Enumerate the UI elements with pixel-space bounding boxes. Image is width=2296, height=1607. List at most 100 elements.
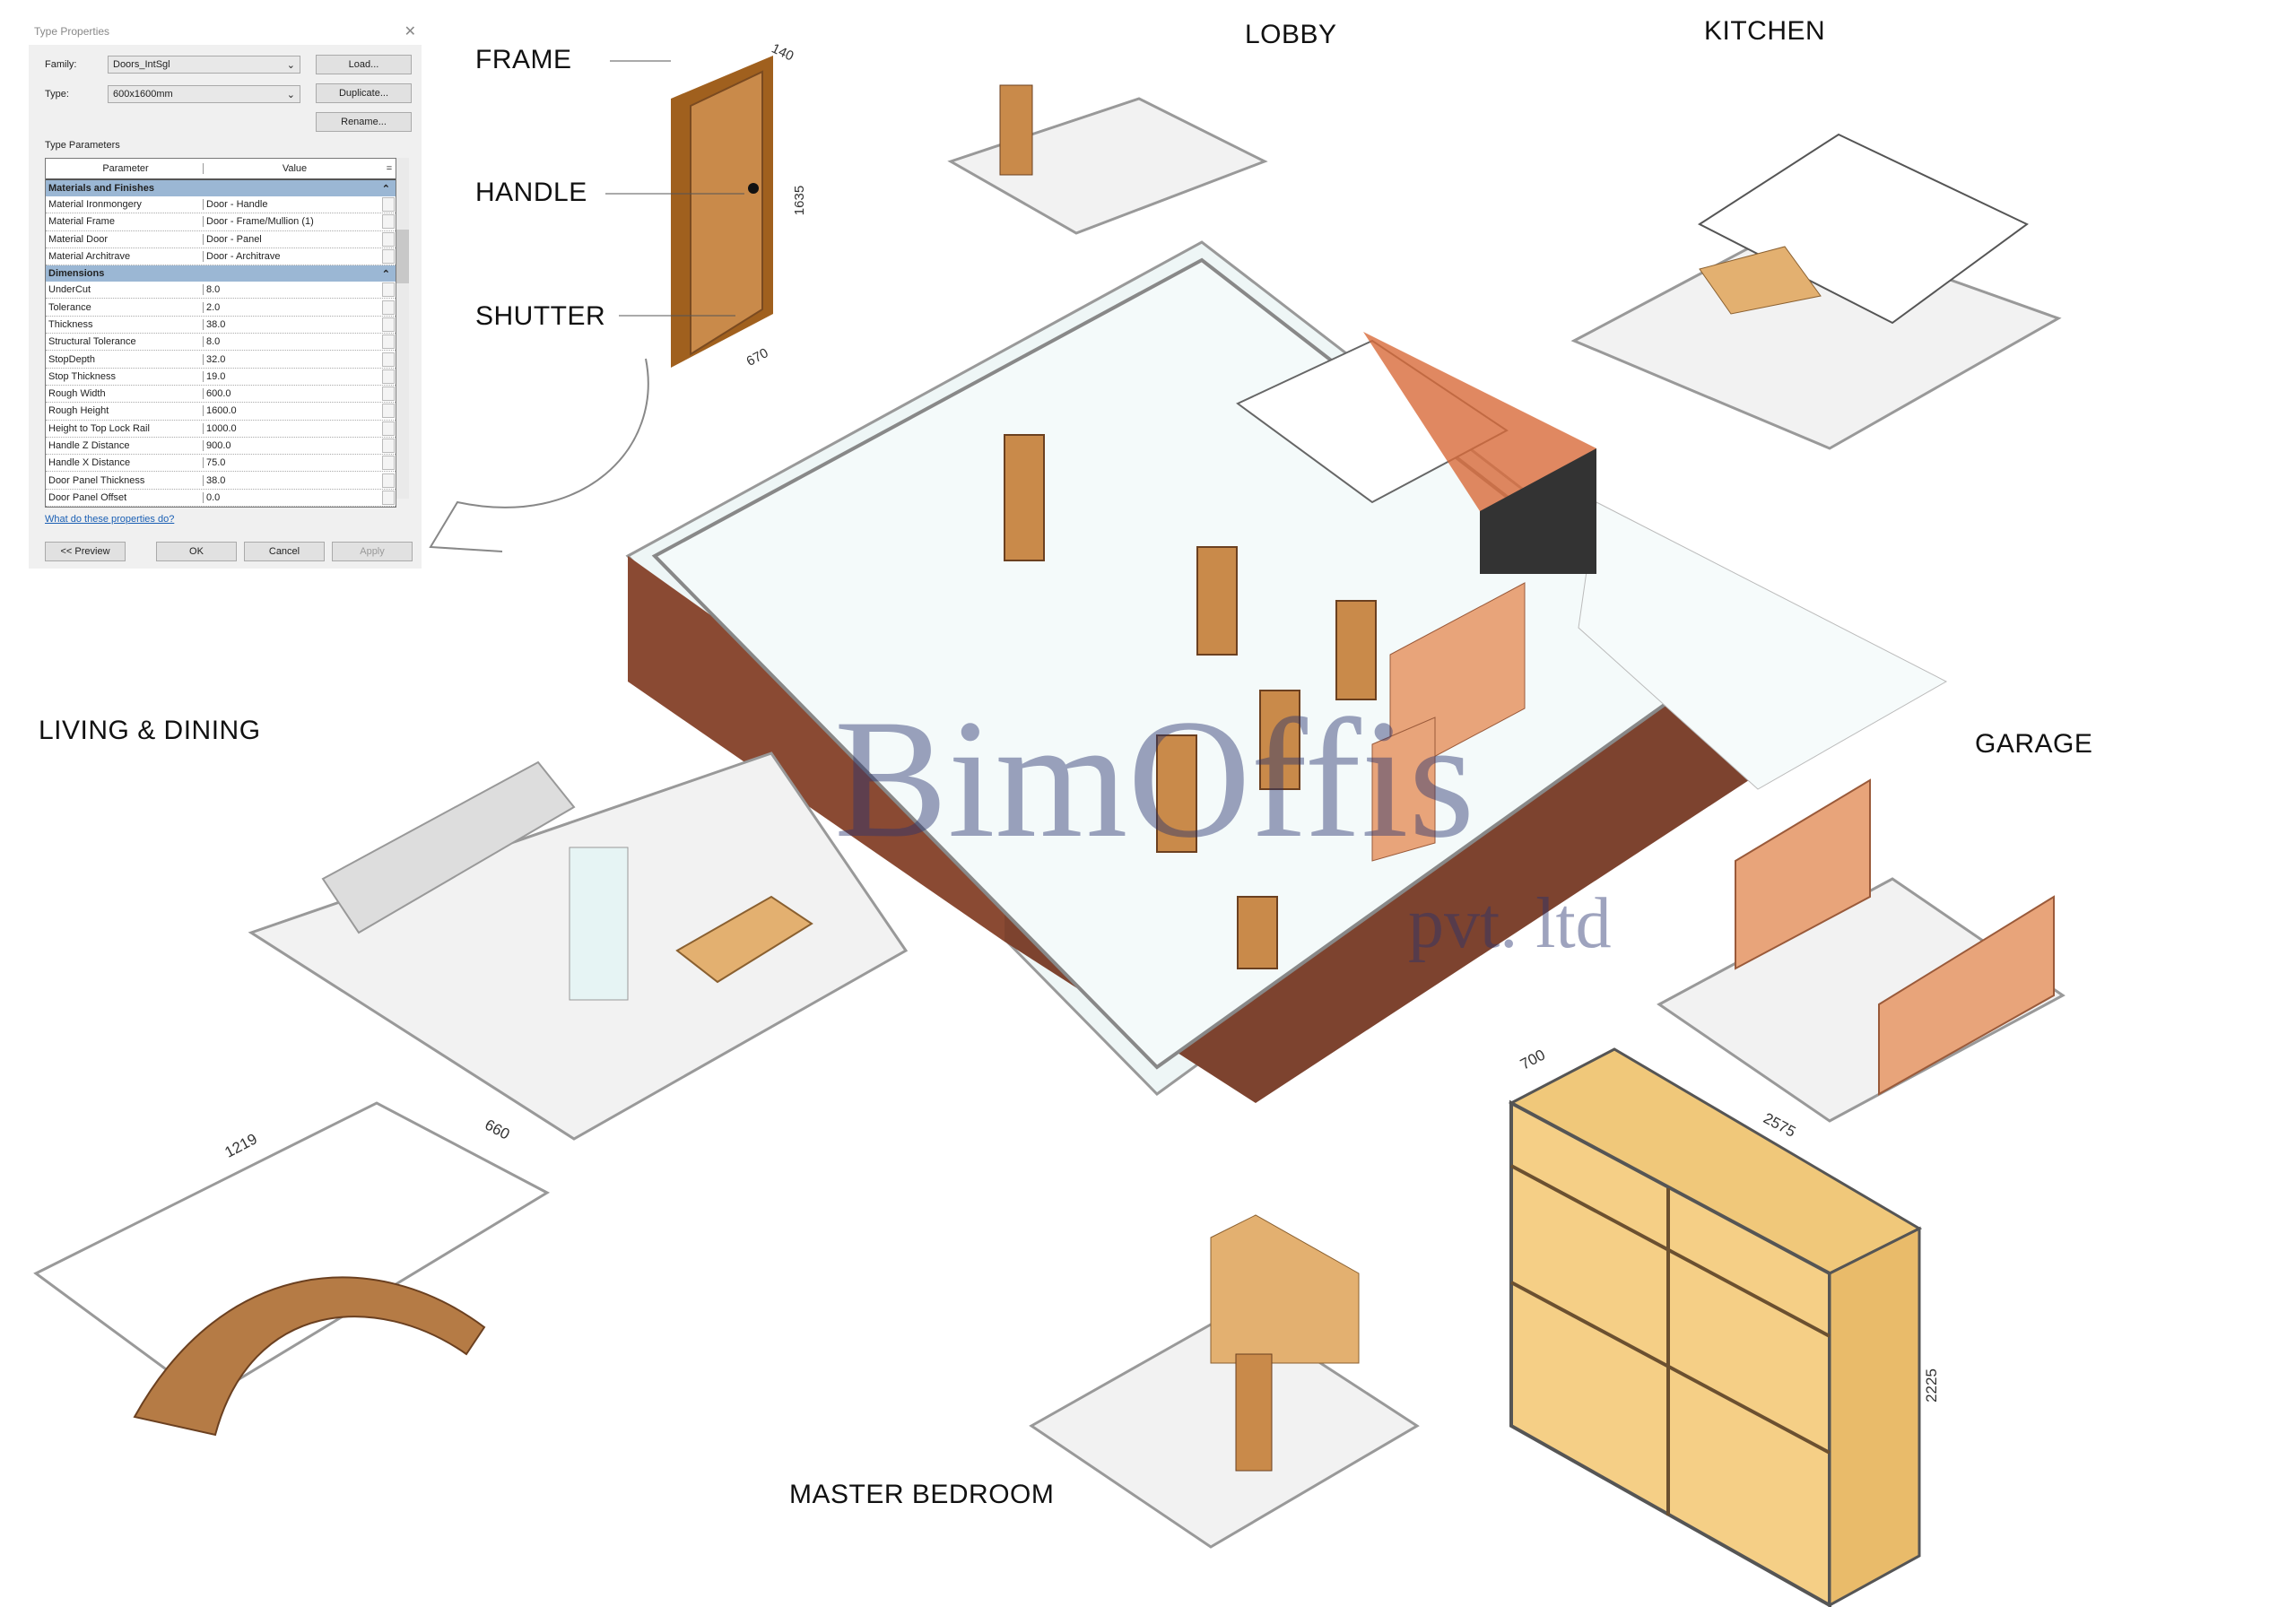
parameter-name: Stop Thickness	[46, 370, 204, 382]
parameter-name: Door Panel Thickness	[46, 474, 204, 486]
parameter-value[interactable]: Door - Panel	[206, 233, 262, 245]
parameter-value[interactable]: 38.0	[206, 474, 226, 486]
associate-parameter-button[interactable]	[382, 317, 395, 332]
col-eq: =	[386, 163, 393, 174]
associate-parameter-button[interactable]	[382, 214, 395, 230]
associate-parameter-button[interactable]	[382, 352, 395, 367]
callout-kitchen: KITCHEN	[1704, 16, 1826, 46]
parameter-name: Material Frame	[46, 216, 204, 228]
parameter-value[interactable]: Door - Frame/Mullion (1)	[206, 216, 314, 228]
callout-garage: GARAGE	[1975, 729, 2093, 759]
duplicate-button[interactable]: Duplicate...	[316, 83, 412, 103]
callout-living-dining: LIVING & DINING	[39, 716, 261, 745]
associate-parameter-button[interactable]	[382, 300, 395, 315]
associate-parameter-button[interactable]	[382, 456, 395, 471]
parameter-value[interactable]: 19.0	[206, 370, 226, 382]
parameter-name: Handle X Distance	[46, 457, 204, 469]
associate-parameter-button[interactable]	[382, 421, 395, 436]
parameter-value[interactable]: 2.0	[206, 301, 221, 313]
coffee-table-glass	[33, 1101, 551, 1401]
parameter-name: Tolerance	[46, 301, 204, 313]
type-value: 600x1600mm	[113, 89, 173, 100]
parameter-value[interactable]: 32.0	[206, 353, 226, 365]
watermark-text: BimOffis	[834, 685, 1475, 873]
parameter-name: Height to Top Lock Rail	[46, 422, 204, 434]
parameter-value[interactable]: 600.0	[206, 388, 231, 400]
garage-patio	[1578, 501, 1948, 790]
rename-button[interactable]: Rename...	[316, 112, 412, 132]
apply-button[interactable]: Apply	[332, 542, 413, 561]
associate-parameter-button[interactable]	[382, 197, 395, 213]
help-link[interactable]: What do these properties do?	[45, 514, 175, 525]
close-icon[interactable]: ✕	[404, 24, 416, 39]
associate-parameter-button[interactable]	[382, 334, 395, 350]
scrollbar[interactable]	[396, 158, 409, 499]
associate-parameter-button[interactable]	[382, 387, 395, 402]
parameter-name: Rough Height	[46, 405, 204, 417]
family-value: Doors_IntSgl	[113, 59, 170, 70]
parameter-value[interactable]: Door - Architrave	[206, 251, 281, 263]
associate-parameter-button[interactable]	[382, 490, 395, 505]
type-select[interactable]: 600x1600mm⌄	[108, 85, 300, 103]
family-select[interactable]: Doors_IntSgl ⌄	[108, 56, 300, 74]
lobby-floor	[947, 97, 1268, 235]
lobby-door	[999, 84, 1033, 176]
parameter-value[interactable]: 75.0	[206, 457, 226, 469]
associate-parameter-button[interactable]	[382, 282, 395, 298]
dim-door-height: 1635	[792, 185, 808, 216]
parameter-value[interactable]: 38.0	[206, 318, 226, 330]
coffee-table-base	[133, 1276, 486, 1437]
load-button[interactable]: Load...	[316, 55, 412, 74]
parameter-name: Material Architrave	[46, 251, 204, 263]
cancel-button[interactable]: Cancel	[244, 542, 325, 561]
collapse-icon[interactable]: ⌃	[381, 183, 390, 195]
group-header[interactable]: Dimensions⌃	[46, 265, 396, 282]
associate-parameter-button[interactable]	[382, 231, 395, 247]
associate-parameter-button[interactable]	[382, 439, 395, 453]
chevron-down-icon: ⌄	[286, 59, 295, 71]
parameter-value[interactable]: 0.0	[206, 491, 221, 503]
parameter-value[interactable]: 8.0	[206, 284, 221, 296]
col-value: Value	[282, 163, 308, 174]
parameter-value[interactable]: 1000.0	[206, 422, 237, 434]
parameter-value[interactable]: Door - Handle	[206, 199, 268, 211]
associate-parameter-button[interactable]	[382, 249, 395, 265]
parameter-value[interactable]: 8.0	[206, 336, 221, 348]
group-header[interactable]: Materials and Finishes⌃	[46, 180, 396, 196]
callout-handle: HANDLE	[475, 178, 587, 207]
sofa	[321, 760, 576, 934]
associate-parameter-button[interactable]	[382, 404, 395, 419]
parameter-value[interactable]: 1600.0	[206, 405, 237, 417]
parameter-name: UnderCut	[46, 284, 204, 296]
ok-button[interactable]: OK	[156, 542, 237, 561]
parameter-value[interactable]: 900.0	[206, 440, 231, 451]
callout-lobby: LOBBY	[1245, 20, 1337, 49]
associate-parameter-button[interactable]	[382, 369, 395, 384]
garage-shelf-right	[1878, 895, 2055, 1096]
wardrobe-shelves	[1510, 1164, 1831, 1516]
collapse-icon[interactable]: ⌃	[381, 268, 390, 280]
preview-button[interactable]: << Preview	[45, 542, 126, 561]
partition-wall	[569, 847, 629, 1001]
associate-parameter-button[interactable]	[382, 473, 395, 488]
